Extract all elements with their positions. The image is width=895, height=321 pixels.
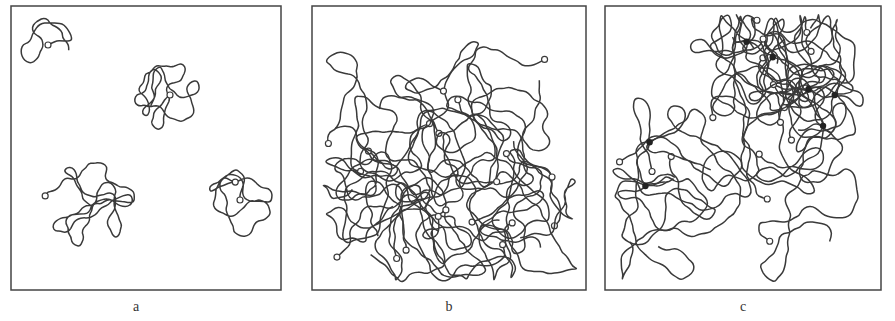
polymer-chain xyxy=(480,161,576,273)
chain-end xyxy=(808,48,814,54)
polymer-coils xyxy=(21,18,272,245)
chain-end xyxy=(542,56,548,62)
chain-end xyxy=(435,213,441,219)
panel-label: c xyxy=(740,300,746,314)
polymer-chain xyxy=(647,96,759,191)
polymer-chain xyxy=(615,177,707,279)
polymer-chain xyxy=(210,170,272,236)
polymer-chain xyxy=(335,152,439,243)
crosslink-point xyxy=(820,123,826,129)
chain-end xyxy=(45,42,51,48)
chain-end xyxy=(325,141,331,147)
chain-end xyxy=(764,196,770,202)
chain-end xyxy=(503,151,509,157)
panel-frame xyxy=(605,6,881,290)
polymer-chain xyxy=(479,149,575,279)
panel-label: a xyxy=(133,300,139,314)
chain-end xyxy=(777,119,783,125)
chain-end xyxy=(756,151,762,157)
chain-end xyxy=(494,179,500,185)
polymer-chain xyxy=(613,106,751,210)
chain-end xyxy=(649,169,655,175)
chain-end xyxy=(754,17,760,23)
chain-end xyxy=(710,115,716,121)
crosslink-point xyxy=(642,183,648,189)
chain-end xyxy=(788,137,794,143)
entangled-chains xyxy=(323,42,576,282)
polymer-chain xyxy=(323,126,397,200)
crosslinked-network xyxy=(613,15,863,282)
chain-end xyxy=(394,256,400,262)
crosslink-point xyxy=(743,38,749,44)
polymer-chain xyxy=(426,176,516,279)
polymer-chain xyxy=(469,47,550,151)
polymer-chain xyxy=(691,16,826,111)
panel-label: b xyxy=(446,300,453,314)
chain-end xyxy=(42,193,48,199)
chain-end xyxy=(767,238,773,244)
polymer-chain xyxy=(327,52,434,181)
polymer-chain xyxy=(21,18,71,62)
polymer-chain xyxy=(757,65,853,181)
polymer-chain xyxy=(368,76,465,206)
polymer-chain xyxy=(759,169,858,281)
polymer-chain xyxy=(443,114,542,253)
chain-end xyxy=(760,36,766,42)
chain-end xyxy=(509,220,515,226)
chain-end xyxy=(167,92,173,98)
chain-end xyxy=(403,247,409,253)
crosslink-point xyxy=(832,92,838,98)
polymer-chain xyxy=(764,32,855,140)
polymer-chain xyxy=(45,163,134,246)
chain-end xyxy=(443,207,449,213)
crosslink-point xyxy=(805,86,811,92)
panel-frame xyxy=(11,6,281,290)
chain-end xyxy=(617,159,623,165)
chain-end xyxy=(237,197,243,203)
chain-end xyxy=(232,179,238,185)
panel-frame xyxy=(312,6,586,290)
chain-end xyxy=(455,97,461,103)
chain-end xyxy=(440,88,446,94)
polymer-chain xyxy=(402,178,505,281)
crosslink-point xyxy=(770,54,776,60)
polymer-chain xyxy=(135,64,199,129)
chain-end xyxy=(334,254,340,260)
crosslink-point xyxy=(646,139,652,145)
